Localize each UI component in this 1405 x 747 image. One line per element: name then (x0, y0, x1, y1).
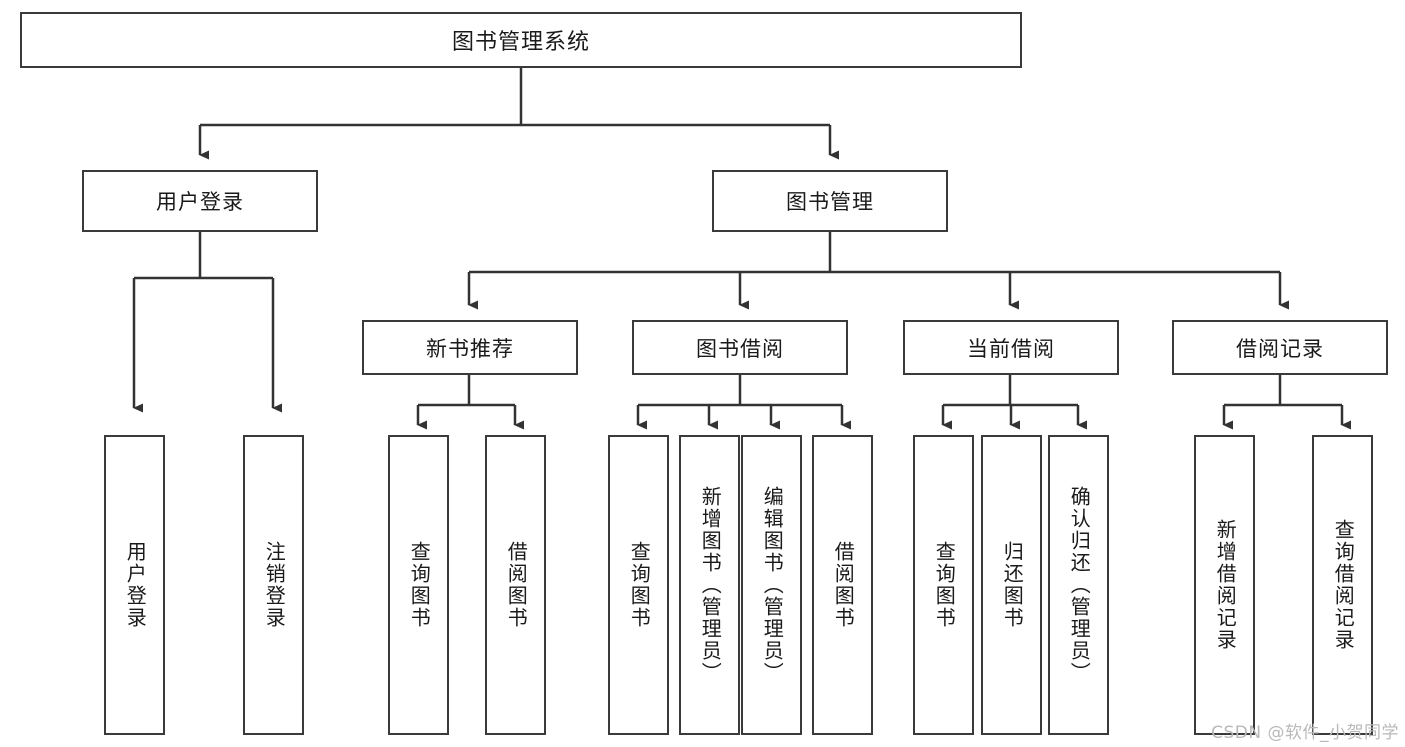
node-label: 新增借阅记录 (1213, 519, 1238, 651)
node-book-manage[interactable]: 图书管理 (712, 170, 948, 232)
node-label: 借阅图书 (831, 541, 856, 629)
watermark-text: CSDN @软件_小贺同学 (1211, 723, 1399, 743)
node-label: 查询图书 (627, 541, 652, 629)
node-label: 用户登录 (156, 190, 244, 214)
node-label: 图书借阅 (696, 336, 784, 361)
node-label: 新书推荐 (426, 336, 514, 361)
node-label: 归还图书 (1000, 541, 1025, 629)
node-label: 借阅图书 (504, 541, 529, 629)
node-user-login[interactable]: 用户登录 (82, 170, 318, 232)
node-leaf-borrow-book-recommend[interactable]: 借阅图书 (485, 435, 546, 735)
node-leaf-query-borrow-record[interactable]: 查询借阅记录 (1312, 435, 1373, 735)
node-leaf-return-book[interactable]: 归还图书 (981, 435, 1042, 735)
node-label: 图书管理 (786, 190, 874, 214)
node-leaf-add-borrow-record[interactable]: 新增借阅记录 (1194, 435, 1255, 735)
node-label: 查询图书 (932, 541, 957, 629)
node-label: 编辑图书（管理员） (760, 486, 785, 684)
node-leaf-lend-book[interactable]: 借阅图书 (812, 435, 873, 735)
node-leaf-confirm-return-admin[interactable]: 确认归还（管理员） (1048, 435, 1109, 735)
node-borrow-record[interactable]: 借阅记录 (1172, 320, 1388, 375)
node-label: 新增图书（管理员） (698, 486, 723, 684)
node-label: 用户登录 (123, 541, 148, 629)
node-system-root[interactable]: 图书管理系统 (20, 12, 1022, 68)
node-leaf-add-book-admin[interactable]: 新增图书（管理员） (679, 435, 740, 735)
node-leaf-query-book-current[interactable]: 查询图书 (913, 435, 974, 735)
node-leaf-logout[interactable]: 注销登录 (243, 435, 304, 735)
node-leaf-query-book-borrow[interactable]: 查询图书 (608, 435, 669, 735)
node-leaf-query-book-recommend[interactable]: 查询图书 (388, 435, 449, 735)
node-label: 查询借阅记录 (1331, 519, 1356, 651)
node-current-borrow[interactable]: 当前借阅 (903, 320, 1119, 375)
node-label: 确认归还（管理员） (1067, 486, 1092, 684)
node-label: 当前借阅 (967, 336, 1055, 361)
node-leaf-user-login[interactable]: 用户登录 (104, 435, 165, 735)
node-label: 查询图书 (407, 541, 432, 629)
node-label: 注销登录 (262, 541, 287, 629)
node-book-borrow[interactable]: 图书借阅 (632, 320, 848, 375)
node-new-book-recommend[interactable]: 新书推荐 (362, 320, 578, 375)
node-label: 图书管理系统 (451, 30, 590, 55)
node-label: 借阅记录 (1236, 336, 1324, 361)
node-leaf-edit-book-admin[interactable]: 编辑图书（管理员） (741, 435, 802, 735)
